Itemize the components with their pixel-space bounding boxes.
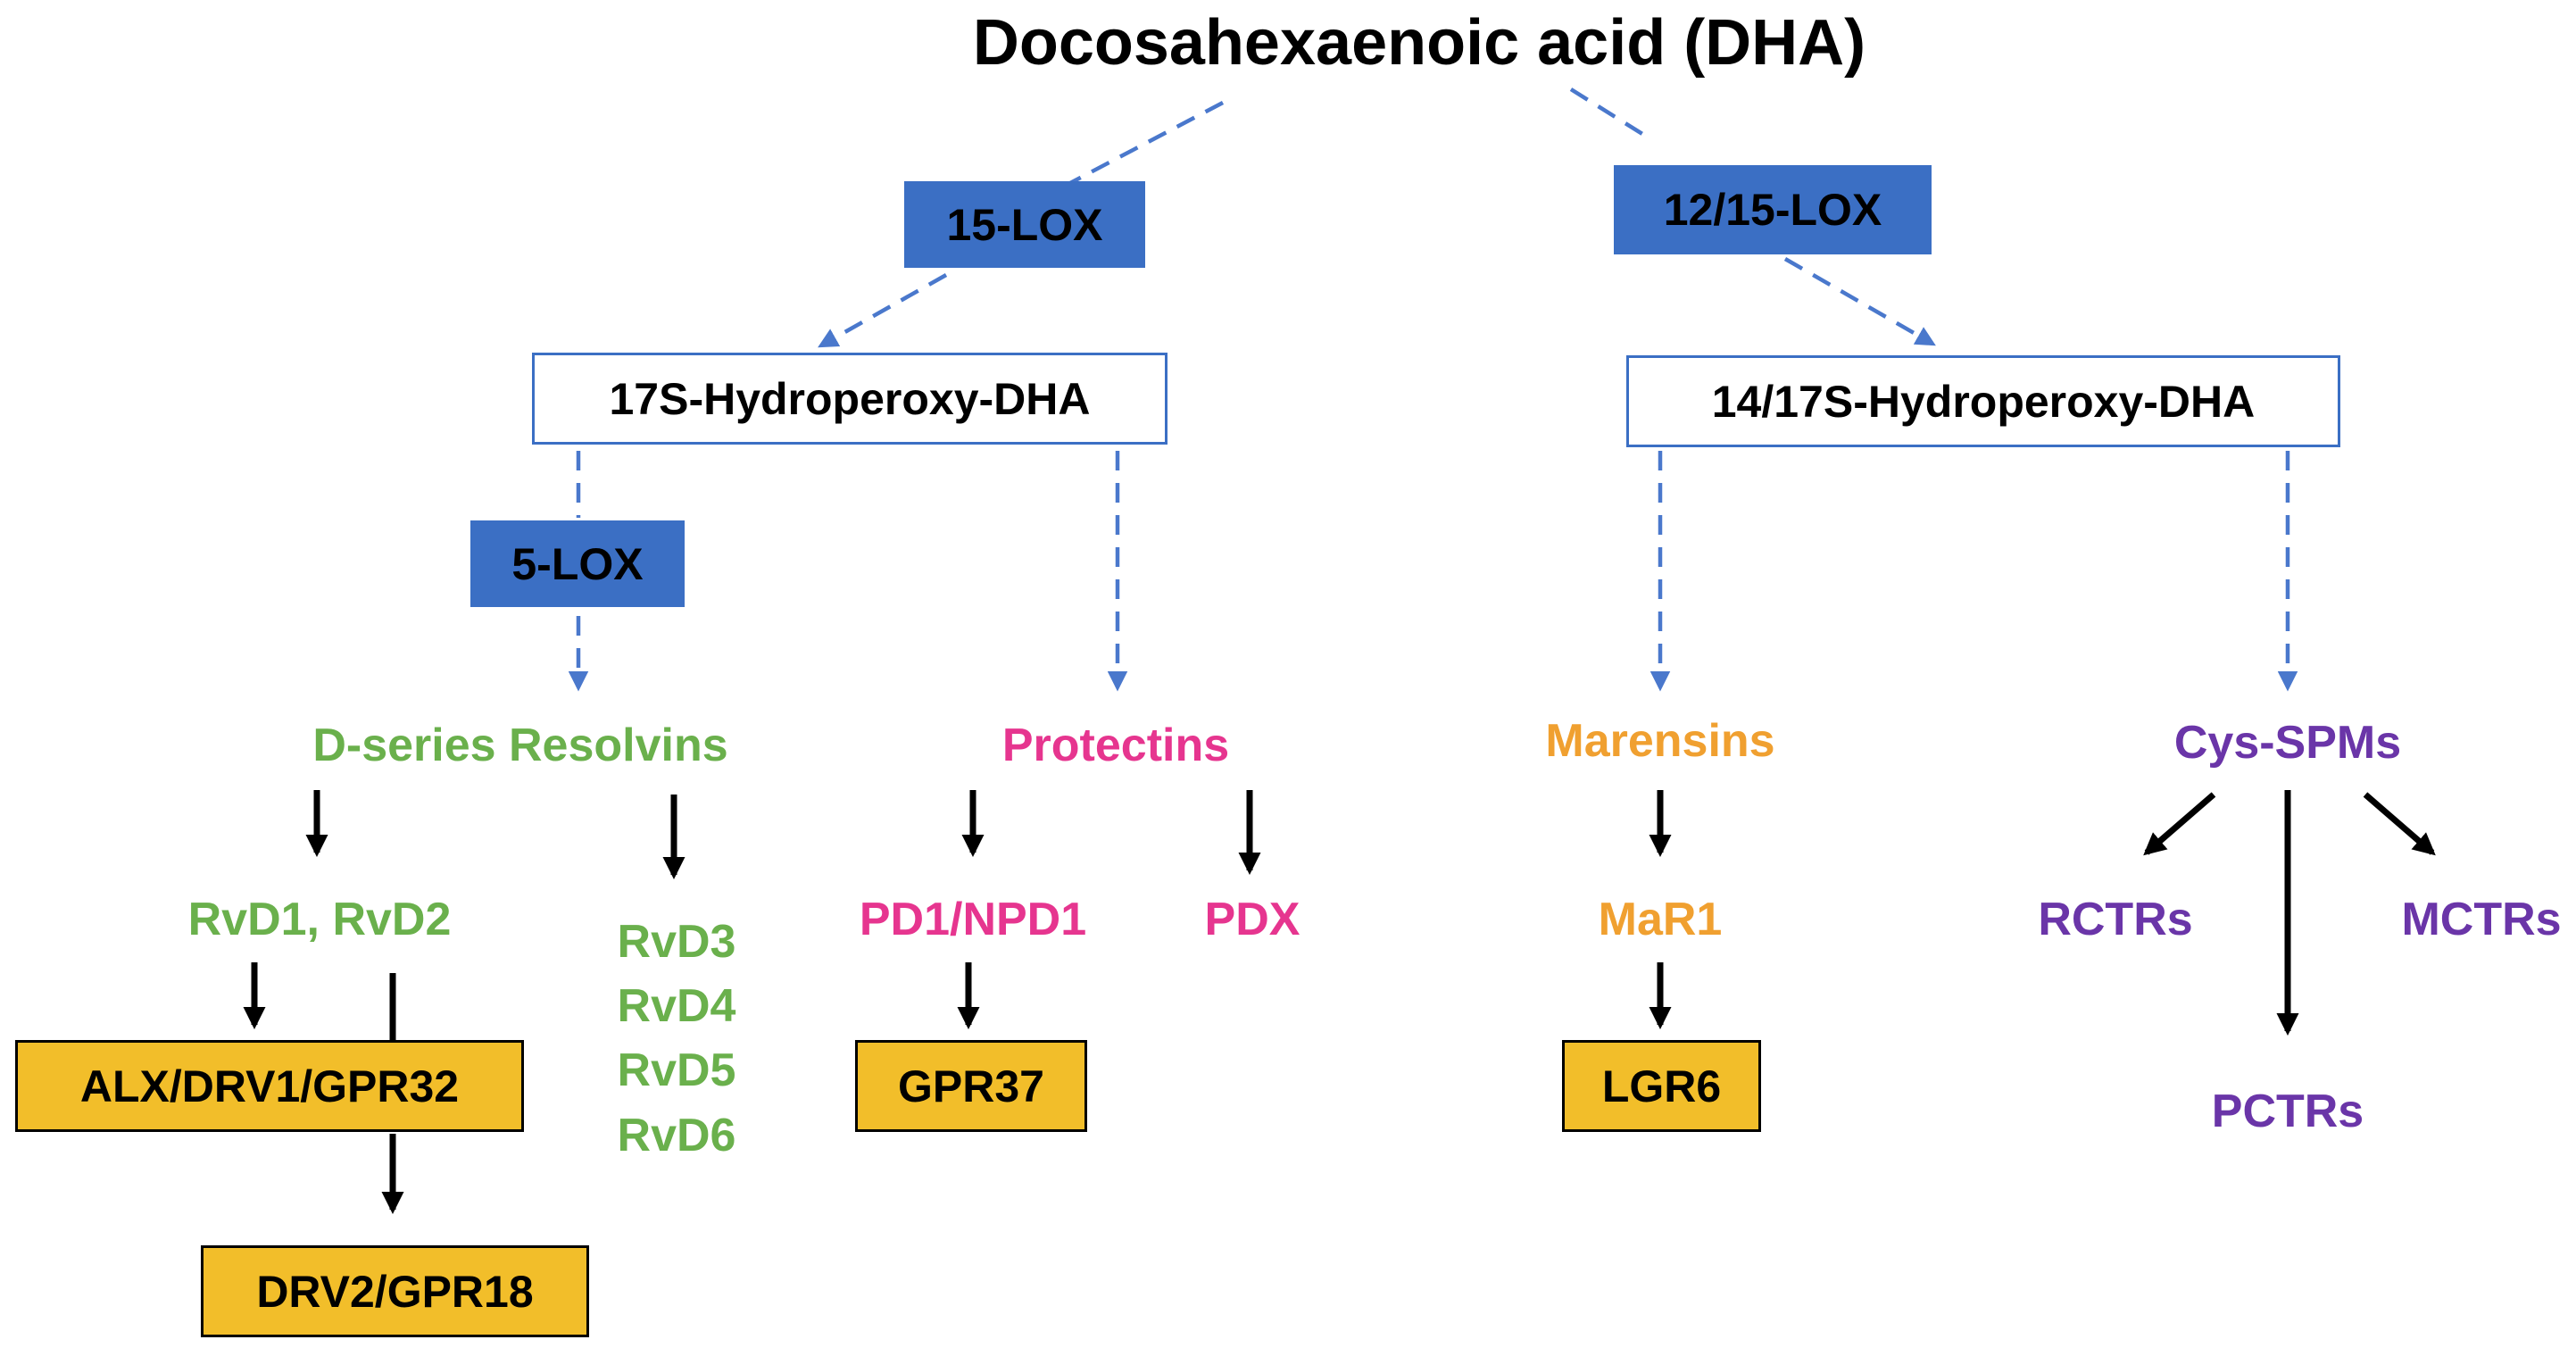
receptor-alx-drv1-gpr32: ALX/DRV1/GPR32	[15, 1040, 524, 1132]
receptor-drv2-gpr18: DRV2/GPR18	[201, 1245, 589, 1337]
enzyme-12-15-lox: 12/15-LOX	[1614, 165, 1932, 254]
product-rvd1-rvd2: RvD1, RvD2	[187, 894, 452, 945]
receptor-lgr6: LGR6	[1562, 1040, 1761, 1132]
enzyme-15-lox: 15-LOX	[904, 181, 1145, 268]
arrow-dha-to-1215lox	[1569, 87, 1644, 136]
product-mar1: MaR1	[1598, 894, 1723, 945]
arrow-1215lox-to-1417s	[1783, 257, 1936, 346]
family-marensins: Marensins	[1545, 715, 1775, 767]
title-dha: Docosahexaenoic acid (DHA)	[972, 7, 1866, 79]
family-protectins: Protectins	[1001, 720, 1230, 771]
family-cys-spms: Cys-SPMs	[2173, 717, 2402, 769]
intermediate-14-17s-hydroperoxy-dha: 14/17S-Hydroperoxy-DHA	[1626, 355, 2340, 447]
product-rvd4: RvD4	[617, 980, 736, 1032]
product-pdx: PDX	[1204, 894, 1300, 945]
product-pd1-npd1: PD1/NPD1	[859, 894, 1087, 945]
product-rvd5: RvD5	[617, 1044, 736, 1096]
product-rvd3: RvD3	[617, 916, 736, 968]
arrow-cysspms-to-rctrs	[2143, 792, 2216, 856]
product-rctrs: RCTRs	[2038, 894, 2193, 945]
family-d-series-resolvins: D-series Resolvins	[312, 720, 728, 771]
arrow-cysspms-to-mctrs	[2363, 792, 2436, 856]
product-rvd6: RvD6	[617, 1110, 736, 1161]
arrow-15lox-to-17s	[818, 273, 948, 348]
product-pctrs: PCTRs	[2211, 1086, 2364, 1137]
intermediate-17s-hydroperoxy-dha: 17S-Hydroperoxy-DHA	[532, 353, 1168, 445]
arrow-dha-to-15lox	[1051, 101, 1225, 194]
enzyme-5-lox: 5-LOX	[470, 520, 685, 607]
receptor-gpr37: GPR37	[855, 1040, 1087, 1132]
product-mctrs: MCTRs	[2401, 894, 2562, 945]
